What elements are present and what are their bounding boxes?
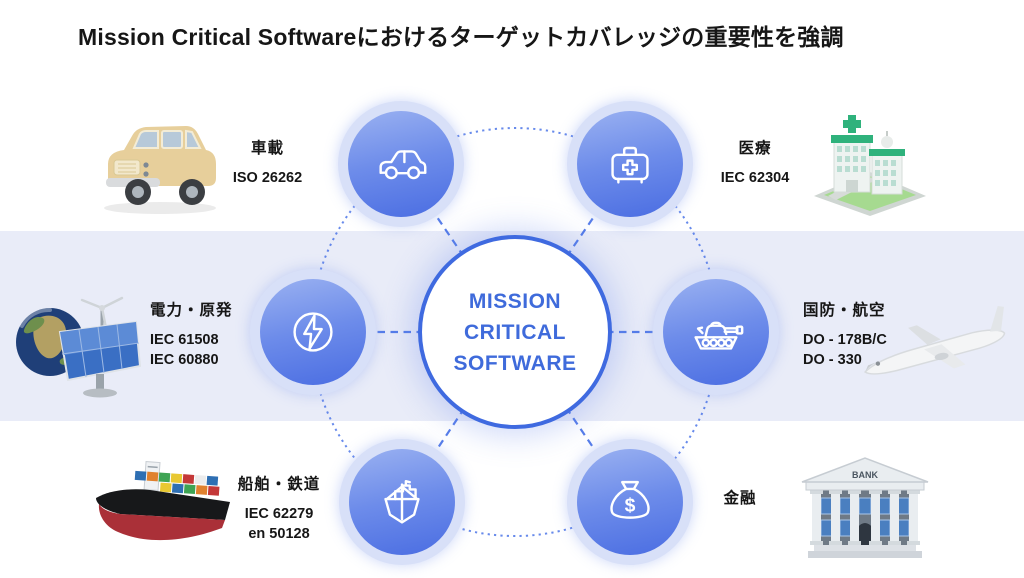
page-title: Mission Critical Softwareにおけるターゲットカバレッジの… — [78, 24, 844, 50]
node-label: 車載 — [250, 140, 284, 157]
first-aid-kit-icon — [611, 146, 649, 184]
label-automotive: 車載 ISO 26262 — [210, 136, 325, 188]
node-automotive-circle — [348, 111, 454, 217]
car-icon — [379, 150, 427, 180]
hub-text-line: MISSION — [468, 289, 562, 313]
node-defense-aviation — [653, 269, 779, 395]
node-standard: IEC 62279 — [244, 506, 314, 522]
tank-icon — [694, 321, 744, 350]
node-marine-circle — [349, 449, 455, 555]
dollar-glyph: $ — [625, 495, 636, 517]
hub-text-line: CRITICAL — [464, 320, 566, 344]
node-standard: en 50128 — [248, 526, 310, 542]
airliner-illustration — [863, 305, 1006, 375]
label-marine-rail: 船舶・鉄道 IEC 62279 en 50128 — [223, 472, 335, 544]
node-defense-circle — [663, 279, 769, 385]
lightning-icon — [293, 312, 333, 352]
money-bag-icon: $ — [610, 480, 650, 519]
node-standard: DO - 178B/C — [803, 332, 887, 348]
label-defense-aviation: 国防・航空 DO - 178B/C DO - 330 — [803, 298, 928, 370]
node-label: 船舶・鉄道 — [237, 476, 321, 493]
node-standard: IEC 60880 — [150, 352, 219, 368]
node-label: 金融 — [723, 490, 757, 507]
node-standard: IEC 62304 — [720, 170, 790, 186]
label-medical: 医療 IEC 62304 — [700, 136, 810, 188]
bank-building-illustration: BANK — [801, 457, 929, 558]
node-medical-circle — [577, 111, 683, 217]
node-standard: ISO 26262 — [232, 170, 303, 186]
node-standard: DO - 330 — [803, 352, 862, 368]
label-power-nuclear: 電力・原発 IEC 61508 IEC 60880 — [150, 298, 270, 370]
hub-text-line: SOFTWARE — [453, 351, 577, 375]
node-power-nuclear — [250, 269, 376, 395]
node-medical — [567, 101, 693, 227]
label-finance: 金融 — [708, 486, 772, 518]
node-finance-circle: $ — [577, 449, 683, 555]
toy-car-illustration — [104, 126, 216, 214]
bank-sign-text: BANK — [852, 470, 878, 480]
node-standard: IEC 61508 — [150, 332, 219, 348]
node-label: 電力・原発 — [150, 302, 233, 319]
earth-solar-panel-illustration — [16, 296, 142, 398]
node-automotive — [338, 101, 464, 227]
container-ship-illustration — [96, 461, 230, 541]
node-finance: $ — [567, 439, 693, 565]
hospital-building-illustration — [814, 115, 926, 216]
cargo-ship-icon — [384, 479, 420, 524]
node-power-circle — [260, 279, 366, 385]
node-label: 医療 — [738, 140, 772, 157]
hub-circle: MISSION CRITICAL SOFTWARE — [418, 235, 612, 429]
node-label: 国防・航空 — [803, 302, 886, 319]
node-marine-rail — [339, 439, 465, 565]
